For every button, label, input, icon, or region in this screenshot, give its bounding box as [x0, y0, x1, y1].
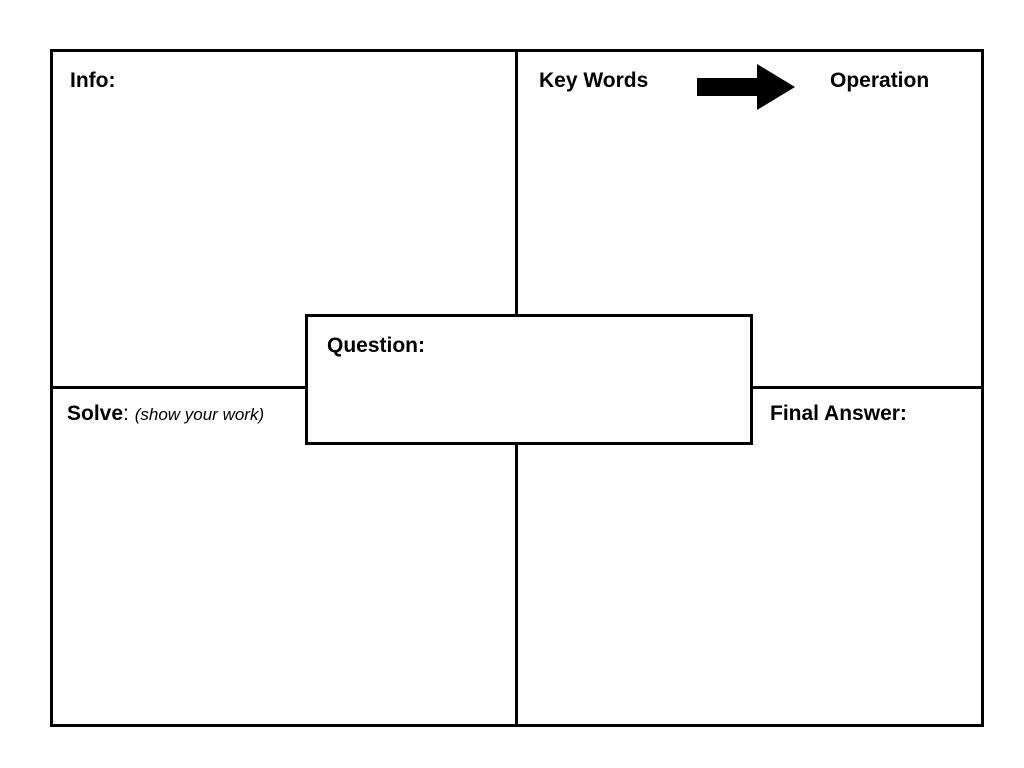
final-answer-label: Final Answer: — [770, 402, 907, 425]
solve-title: Solve — [67, 402, 124, 425]
horizontal-divider-right — [751, 386, 984, 389]
info-label: Info: — [70, 69, 116, 92]
question-label: Question: — [327, 334, 425, 357]
horizontal-divider-left — [50, 386, 307, 389]
vertical-divider-top — [515, 49, 518, 316]
operation-label: Operation — [830, 69, 930, 92]
question-box — [305, 314, 753, 445]
vertical-divider-bottom — [515, 443, 518, 727]
solve-separator: : — [123, 402, 135, 425]
key-words-label: Key Words — [539, 69, 649, 92]
solve-note: (show your work) — [134, 405, 265, 424]
solve-label: Solve: (show your work) — [67, 403, 264, 424]
right-arrow-icon — [697, 64, 795, 110]
